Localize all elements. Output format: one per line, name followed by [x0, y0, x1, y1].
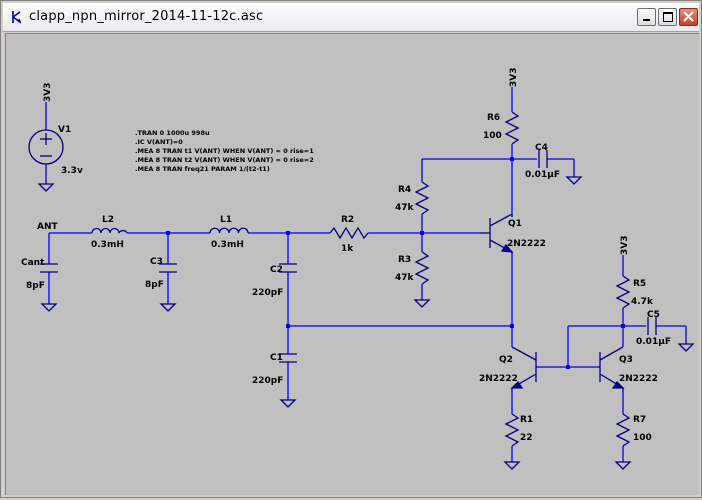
window-title: clapp_npn_mirror_2014-11-12c.asc	[29, 9, 264, 24]
close-button[interactable]	[679, 8, 698, 26]
label-c4-name: C4	[535, 143, 548, 153]
label-r1-value: 22	[520, 433, 533, 443]
label-q2-value: 2N2222	[479, 374, 518, 384]
components	[28, 111, 695, 470]
spice-directives[interactable]: .TRAN 0 1000u 998u .IC V(ANT)=0 .MEA 8 T…	[135, 129, 314, 173]
label-l1-name: L1	[220, 215, 232, 225]
directive-line: .TRAN 0 1000u 998u	[135, 129, 210, 137]
label-r5-value: 4.7k	[631, 297, 654, 307]
component-labels: V1 3.3v ANT Cant 8pF L2 0.3mH C3 8pF L1 …	[21, 113, 671, 443]
transistor-q2[interactable]	[510, 346, 537, 392]
voltage-source-v1[interactable]	[28, 129, 64, 165]
ground-symbols	[37, 176, 695, 470]
maximize-icon	[663, 12, 673, 22]
label-c5-name: C5	[647, 310, 660, 320]
resistor-r2[interactable]	[329, 226, 369, 240]
minimize-icon	[643, 19, 650, 21]
net-label-3v3-v1: 3V3	[43, 83, 53, 103]
ltspice-icon	[12, 11, 22, 24]
capacitor-c3[interactable]	[159, 263, 177, 273]
label-r2-name: R2	[341, 215, 354, 225]
capacitor-c4[interactable]	[538, 150, 548, 168]
directive-line: .MEA 8 TRAN t2 V(ANT) WHEN V(ANT) = 0 ri…	[135, 156, 314, 164]
label-r7-value: 100	[633, 433, 652, 443]
net-label-3v3-r5: 3V3	[620, 236, 630, 256]
label-r6-value: 100	[483, 131, 502, 141]
schematic-canvas[interactable]: .TRAN 0 1000u 998u .IC V(ANT)=0 .MEA 8 T…	[5, 33, 699, 495]
label-q2-name: Q2	[499, 355, 513, 365]
label-l1-value: 0.3mH	[211, 240, 244, 250]
label-c3-name: C3	[150, 257, 163, 267]
label-r4-value: 47k	[395, 203, 415, 213]
label-c4-value: 0.01µF	[525, 170, 560, 180]
resistor-r6[interactable]	[504, 111, 520, 145]
label-r7-name: R7	[633, 415, 646, 425]
title-bar[interactable]: clapp_npn_mirror_2014-11-12c.asc	[3, 3, 699, 32]
inductor-l1[interactable]	[209, 227, 249, 234]
label-c1-name: C1	[270, 353, 283, 363]
label-r2-value: 1k	[341, 244, 354, 254]
label-r6-name: R6	[487, 113, 500, 123]
inductor-l2[interactable]	[91, 227, 128, 234]
net-label-3v3-r6: 3V3	[509, 68, 519, 88]
wires	[45, 87, 687, 462]
label-c3-value: 8pF	[145, 280, 164, 290]
capacitor-cant[interactable]	[40, 263, 58, 273]
label-r3-name: R3	[398, 255, 411, 265]
minimize-button[interactable]	[637, 8, 656, 26]
label-v1-name: V1	[58, 125, 71, 135]
label-r4-name: R4	[398, 185, 411, 195]
label-c2-name: C2	[270, 265, 283, 275]
label-q3-name: Q3	[619, 355, 633, 365]
label-cant-value: 8pF	[26, 281, 45, 291]
junctions	[166, 157, 625, 369]
directive-line: .MEA 8 TRAN freq21 PARAM 1/(t2-t1)	[135, 165, 270, 173]
label-r5-name: R5	[633, 279, 646, 289]
label-r3-value: 47k	[395, 273, 415, 283]
resistor-r7[interactable]	[615, 413, 631, 447]
label-q1-value: 2N2222	[507, 239, 546, 249]
resistor-r1[interactable]	[504, 413, 520, 447]
label-c5-value: 0.01µF	[636, 337, 671, 347]
transistor-q1[interactable]	[480, 213, 514, 253]
label-l2-name: L2	[102, 215, 114, 225]
capacitor-c2[interactable]	[279, 263, 297, 273]
directive-line: .IC V(ANT)=0	[135, 138, 183, 146]
directive-line: .MEA 8 TRAN t1 V(ANT) WHEN V(ANT) = 0 ri…	[135, 147, 314, 155]
label-ant: ANT	[37, 222, 58, 232]
schematic: .TRAN 0 1000u 998u .IC V(ANT)=0 .MEA 8 T…	[21, 68, 695, 470]
label-cant-name: Cant	[21, 258, 45, 268]
capacitor-c5[interactable]	[647, 317, 657, 335]
label-c1-value: 220pF	[252, 376, 283, 386]
label-v1-value: 3.3v	[61, 166, 83, 176]
label-q1-name: Q1	[508, 219, 522, 229]
resistor-r4[interactable]	[414, 181, 430, 215]
resistor-r3[interactable]	[414, 251, 430, 285]
transistor-q3[interactable]	[598, 346, 625, 392]
label-c2-value: 220pF	[252, 288, 283, 298]
label-r1-name: R1	[520, 415, 533, 425]
maximize-button[interactable]	[658, 8, 677, 26]
label-q3-value: 2N2222	[619, 374, 658, 384]
close-icon	[683, 11, 694, 22]
label-l2-value: 0.3mH	[91, 240, 124, 250]
resistor-r5[interactable]	[615, 275, 631, 309]
capacitor-c1[interactable]	[279, 353, 297, 363]
